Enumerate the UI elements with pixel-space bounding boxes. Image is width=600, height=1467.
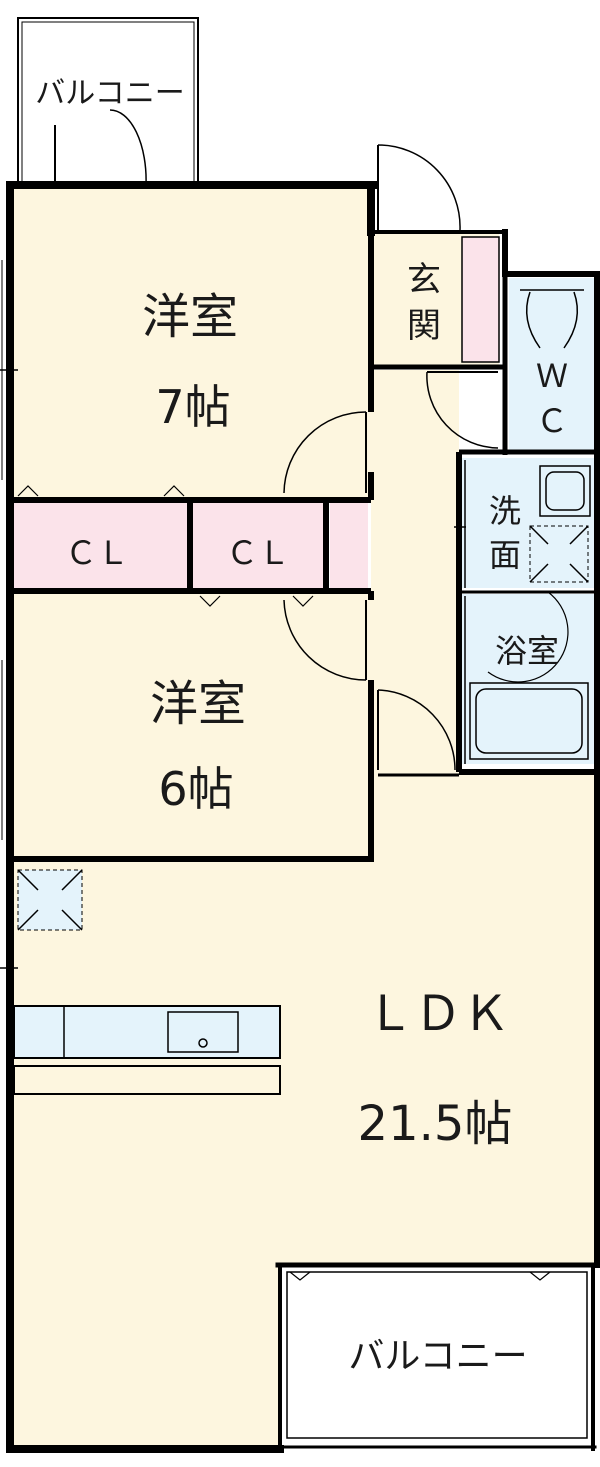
closet-1-label: ＣＬ: [65, 534, 129, 572]
closet-2: [193, 503, 323, 588]
washroom-label-2: 面: [489, 536, 521, 574]
kitchen-counter: [13, 1005, 281, 1095]
closet-3: [330, 503, 368, 588]
toilet-label-2: Ｃ: [536, 402, 568, 440]
toilet-fixture: [520, 289, 584, 349]
door-swings: [283, 144, 569, 771]
closet-2-label: ＣＬ: [226, 534, 290, 572]
ldk-room: [14, 775, 595, 1445]
washroom-fixtures: [529, 465, 591, 583]
ldk-size: 21.5帖: [358, 1096, 513, 1152]
western-room-7-size: 7帖: [155, 380, 230, 434]
entrance-label-2: 関: [407, 306, 441, 346]
balcony-top-label: バルコニー: [35, 76, 184, 111]
western-room-6: [14, 592, 371, 859]
balcony-bottom: バルコニー: [280, 1265, 595, 1445]
balcony-bottom-label: バルコニー: [348, 1336, 527, 1377]
balcony-top: バルコニー: [17, 17, 199, 186]
western-room-7-name: 洋室: [142, 289, 238, 345]
hallway: [371, 370, 459, 775]
western-room-7: [14, 189, 371, 497]
shoe-cabinet: [461, 236, 500, 363]
bathtub: [469, 682, 589, 760]
bathroom-label: 浴室: [495, 632, 559, 670]
bathroom: [462, 594, 595, 764]
western-room-6-size: 6帖: [158, 762, 233, 816]
wall-ticks: [0, 260, 466, 969]
washroom-label-1: 洗: [489, 492, 521, 530]
closet-1: [14, 503, 187, 588]
ldk-name: ＬＤＫ: [366, 986, 510, 1042]
toilet-room: [509, 278, 595, 452]
toilet-label-1: Ｗ: [536, 357, 568, 395]
ldk-storage-box: [17, 869, 83, 931]
interior-walls: [14, 232, 597, 862]
entrance-label-1: 玄: [407, 260, 441, 300]
western-room-6-name: 洋室: [150, 676, 246, 732]
closet-door-markers: [17, 485, 314, 607]
